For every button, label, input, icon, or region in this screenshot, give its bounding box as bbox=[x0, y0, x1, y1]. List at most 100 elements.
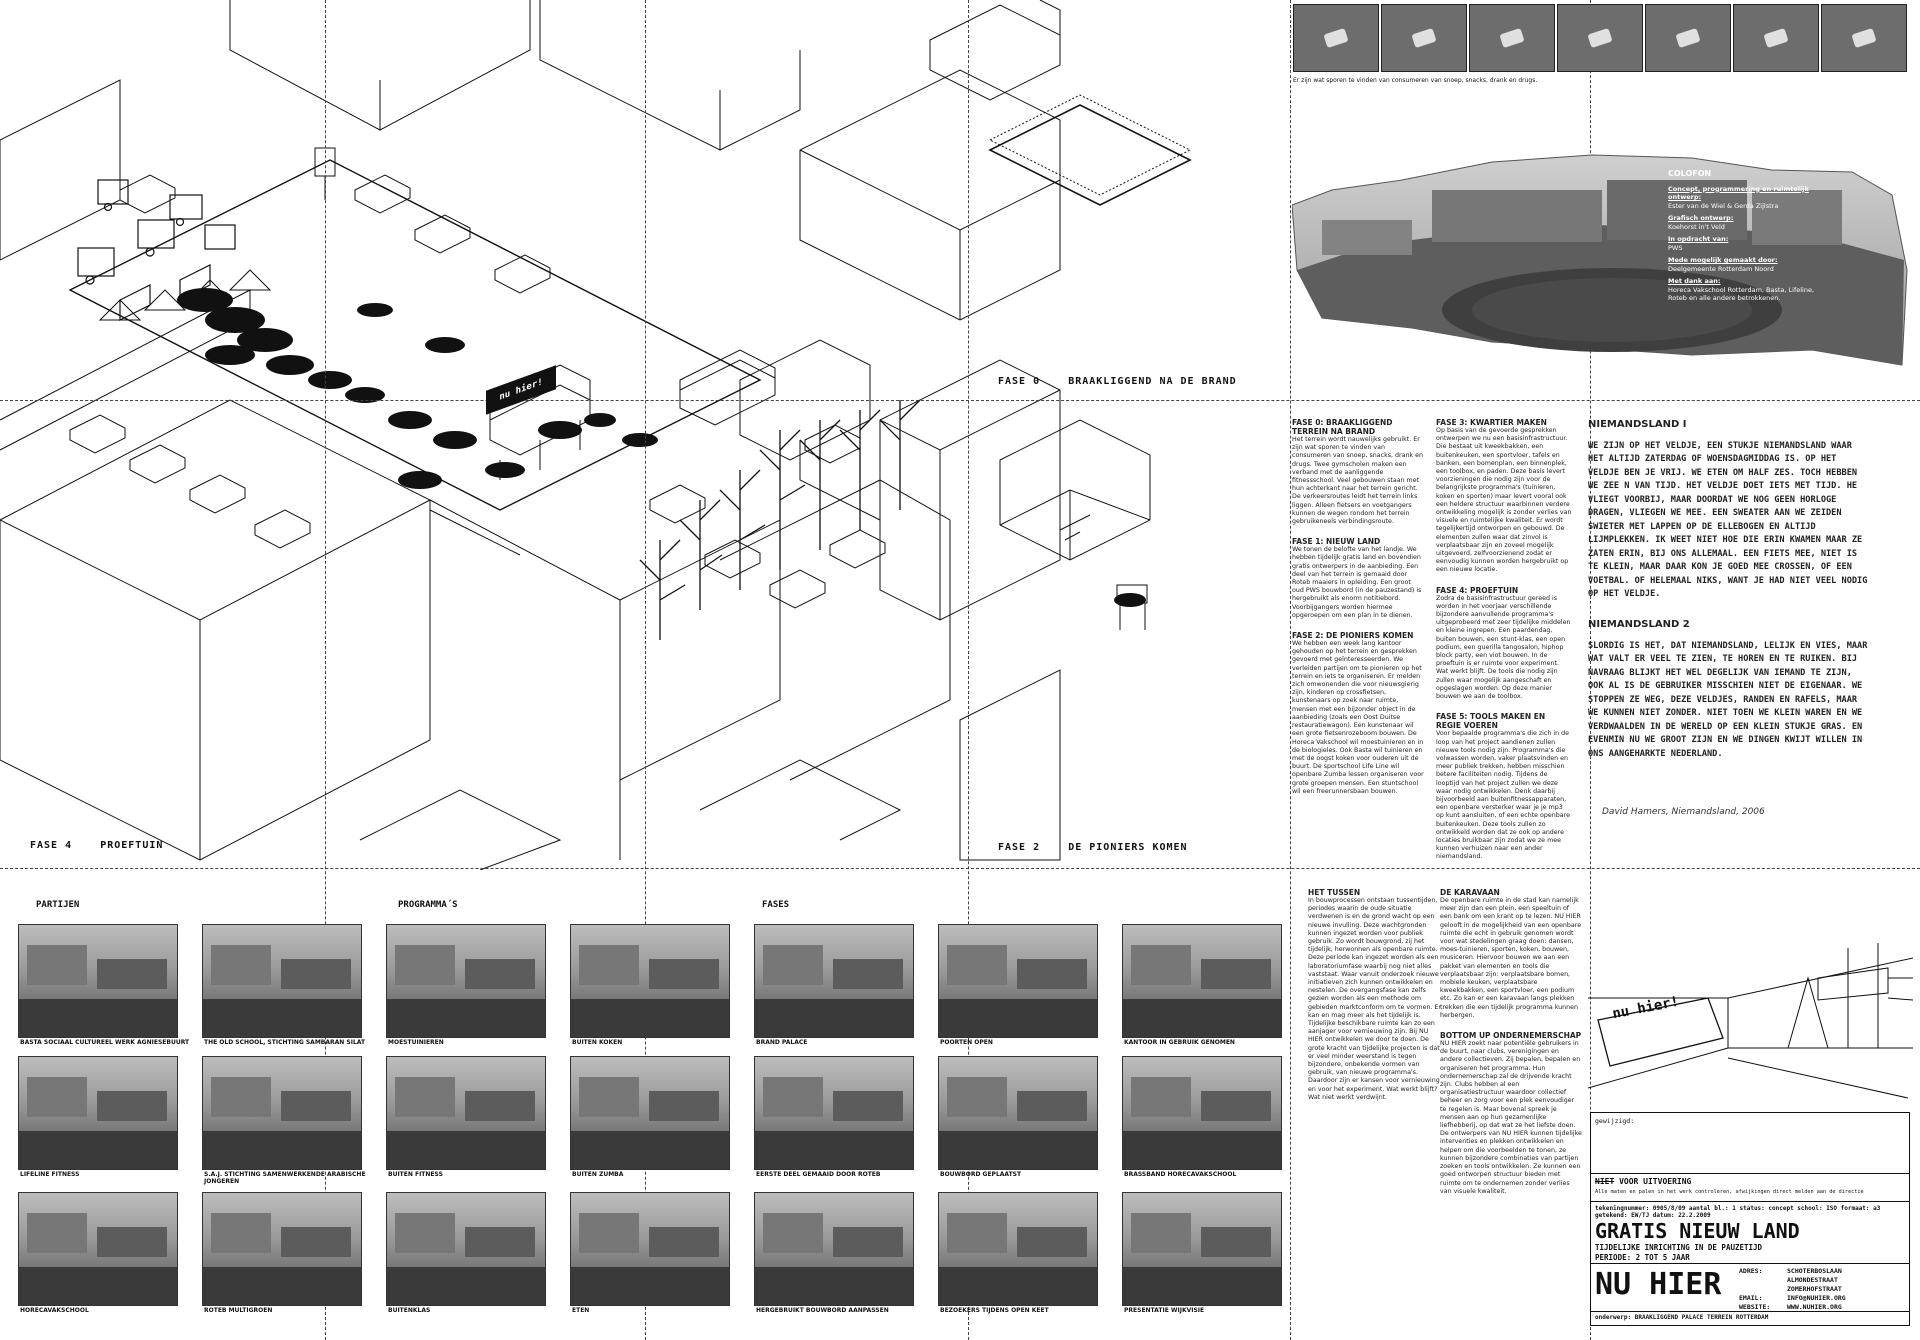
photo-caption: ETEN bbox=[572, 1307, 590, 1314]
phase-heading: FASE 4: PROEFTUIN bbox=[1436, 585, 1519, 595]
photo-caption: BUITEN KOKEN bbox=[572, 1039, 623, 1046]
onderwerp: onderwerp: BRAAKLIGGEND PALACE TERREIN R… bbox=[1595, 1314, 1769, 1321]
phase2-label: FASE 2 DE PIONIERS KOMEN bbox=[998, 842, 1188, 853]
photo bbox=[1122, 924, 1282, 1038]
essay-column-1: HET TUSSEN In bouwprocessen ontstaan tus… bbox=[1308, 888, 1442, 1113]
photo-caption: BRAND PALACE bbox=[756, 1039, 808, 1046]
email-link[interactable]: INFO@NUHIER.ORG bbox=[1787, 1294, 1846, 1302]
photo-caption: BUITEN ZUMBA bbox=[572, 1171, 624, 1178]
adres-line: ZOMERHOFSTRAAT bbox=[1787, 1285, 1842, 1293]
fold-line bbox=[645, 0, 646, 1340]
photo bbox=[18, 924, 178, 1038]
phase-text: Voor bepaalde programma's die zich in de… bbox=[1436, 730, 1570, 861]
phase-text: We hebben een week lang kantoor gehouden… bbox=[1292, 640, 1424, 795]
street-sketch bbox=[1588, 943, 1913, 1099]
quote-attribution: David Hamers, Niemandsland, 2006 bbox=[1602, 807, 1765, 817]
photo-caption: LIFELINE FITNESS bbox=[20, 1171, 80, 1178]
colofon-value: Horeca Vakschool Rotterdam, Basta, Lifel… bbox=[1668, 285, 1815, 303]
photo bbox=[18, 1192, 178, 1306]
adres-label: ADRES: bbox=[1739, 1267, 1763, 1275]
colofon-value: Ester van de Wiel & Gerda Zijlstra bbox=[1668, 201, 1779, 210]
phases-column-2: FASE 3: KWARTIER MAKEN Op basis van de g… bbox=[1436, 418, 1572, 873]
photo bbox=[754, 1056, 914, 1170]
photo bbox=[202, 1056, 362, 1170]
photo bbox=[570, 1056, 730, 1170]
photo bbox=[18, 1056, 178, 1170]
adres-line: SCHOTERBOSLAAN bbox=[1787, 1267, 1842, 1275]
photo-caption: KANTOOR IN GEBRUIK GENOMEN bbox=[1124, 1039, 1235, 1046]
essay-heading: BOTTOM UP ONDERNEMERSCHAP bbox=[1440, 1031, 1582, 1041]
meta-info: tekeningnummer: 0905/8/09 aantal bl.: 1 … bbox=[1595, 1205, 1881, 1219]
photo-caption: BRASSBAND HORECAVAKSCHOOL bbox=[1124, 1171, 1237, 1178]
brand-name: NU HIER bbox=[1595, 1267, 1722, 1302]
project-subtitle: TIJDELIJKE INRICHTING IN DE PAUZETIJD bbox=[1595, 1243, 1763, 1252]
fold-line bbox=[0, 400, 1920, 401]
photo-caption: S.A.J. STICHTING SAMENWERKENDE ARABISCHE… bbox=[204, 1171, 366, 1185]
colofon: COLOFON Concept, programmering en ruimte… bbox=[1668, 169, 1818, 303]
niemandsland-text: SLORDIG IS HET, DAT NIEMANDSLAND, LELIJK… bbox=[1588, 640, 1868, 759]
photo bbox=[570, 924, 730, 1038]
fold-line bbox=[968, 0, 969, 1340]
colofon-label: In opdracht van: bbox=[1668, 235, 1729, 243]
photo bbox=[938, 1056, 1098, 1170]
niemandsland-2: NIEMANDSLAND 2 SLORDIG IS HET, DAT NIEMA… bbox=[1588, 618, 1868, 761]
photo bbox=[202, 924, 362, 1038]
project-title: GRATIS NIEUW LAND bbox=[1595, 1219, 1800, 1243]
control-note: Alle maten en palen in het werk controle… bbox=[1595, 1189, 1864, 1195]
niemandsland-text: WE ZIJN OP HET VELDJE, EEN STUKJE NIEMAN… bbox=[1588, 440, 1868, 600]
section-programmas: PROGRAMMA´S bbox=[398, 900, 458, 910]
status-struck: NIET bbox=[1595, 1177, 1615, 1186]
phase-heading: FASE 1: NIEUW LAND bbox=[1292, 537, 1381, 547]
colofon-value: PWS bbox=[1668, 243, 1683, 252]
fold-line bbox=[0, 868, 1920, 869]
fold-line bbox=[325, 0, 326, 1340]
website-link[interactable]: WWW.NUHIER.ORG bbox=[1787, 1303, 1842, 1311]
panorama-photo bbox=[1292, 154, 1908, 366]
finding-photo bbox=[1557, 4, 1643, 72]
phase-text: Het terrein wordt nauwelijks gebruikt. E… bbox=[1292, 436, 1423, 526]
niemandsland-1: NIEMANDSLAND I WE ZIJN OP HET VELDJE, EE… bbox=[1588, 418, 1868, 602]
photo-caption: HERGEBRUIKT BOUWBORD AANPASSEN bbox=[756, 1307, 889, 1314]
finding-photo bbox=[1469, 4, 1555, 72]
photo bbox=[1122, 1056, 1282, 1170]
phase-heading: FASE 5: TOOLS MAKEN EN REGIE VOEREN bbox=[1436, 712, 1546, 731]
photo-caption: BOUWBORD GEPLAATST bbox=[940, 1171, 1022, 1178]
photo-caption: HORECAVAKSCHOOL bbox=[20, 1307, 89, 1314]
fold-line bbox=[1290, 0, 1291, 1340]
colofon-label: Concept, programmering en ruimtelijk ont… bbox=[1668, 184, 1809, 202]
photo-caption: POORTEN OPEN bbox=[940, 1039, 993, 1046]
essay-text: In bouwprocessen ontstaan tussentijden, … bbox=[1308, 897, 1441, 1101]
photo bbox=[202, 1192, 362, 1306]
phase-heading: FASE 2: DE PIONIERS KOMEN bbox=[1292, 631, 1414, 641]
project-period: PERIODE: 2 TOT 5 JAAR bbox=[1595, 1253, 1690, 1262]
phase-text: We tonen de belofte van het landje. We h… bbox=[1292, 546, 1422, 619]
fold-line bbox=[1590, 0, 1591, 1340]
photo bbox=[386, 1192, 546, 1306]
photo bbox=[1122, 1192, 1282, 1306]
essay-text: De openbare ruimte in de stad kan nameli… bbox=[1440, 897, 1582, 1019]
photo-caption: THE OLD SCHOOL, STICHTING SAMBARAN SILAT bbox=[204, 1039, 366, 1046]
adres-line: ALMONDESTRAAT bbox=[1787, 1276, 1838, 1284]
findings-caption: Er zijn wat sporen te vinden van consume… bbox=[1293, 77, 1538, 84]
colofon-label: Mede mogelijk gemaakt door: bbox=[1668, 256, 1778, 264]
email-label: EMAIL: bbox=[1739, 1294, 1763, 1302]
niemandsland-title: NIEMANDSLAND I bbox=[1588, 419, 1687, 430]
niemandsland-title: NIEMANDSLAND 2 bbox=[1588, 619, 1690, 630]
colofon-value: Koehorst in't Veld bbox=[1668, 222, 1725, 231]
photo bbox=[754, 924, 914, 1038]
finding-photo bbox=[1645, 4, 1731, 72]
phase-text: Op basis van de gevoerde gesprekken ontw… bbox=[1436, 427, 1572, 574]
photo-caption: ROTEB MULTIGROEN bbox=[204, 1307, 273, 1314]
photo bbox=[938, 1192, 1098, 1306]
section-partijen: PARTIJEN bbox=[36, 900, 80, 910]
essay-column-2: DE KARAVAAN De openbare ruimte in de sta… bbox=[1440, 888, 1582, 1207]
phase4-label: FASE 4 PROEFTUIN bbox=[30, 840, 164, 851]
photo-caption: PRESENTATIE WIJKVISIE bbox=[1124, 1307, 1205, 1314]
colofon-value: Deelgemeente Rotterdam Noord bbox=[1668, 264, 1774, 273]
photo bbox=[386, 1056, 546, 1170]
photo-caption: BUITENKLAS bbox=[388, 1307, 431, 1314]
photo-caption: BUITEN FITNESS bbox=[388, 1171, 443, 1178]
essay-heading: DE KARAVAAN bbox=[1440, 888, 1500, 897]
photo-caption: EERSTE DEEL GEMAAID DOOR ROTEB bbox=[756, 1171, 881, 1178]
phases-column-1: FASE 0: BRAAKLIGGEND TERREIN NA BRAND He… bbox=[1292, 418, 1424, 807]
